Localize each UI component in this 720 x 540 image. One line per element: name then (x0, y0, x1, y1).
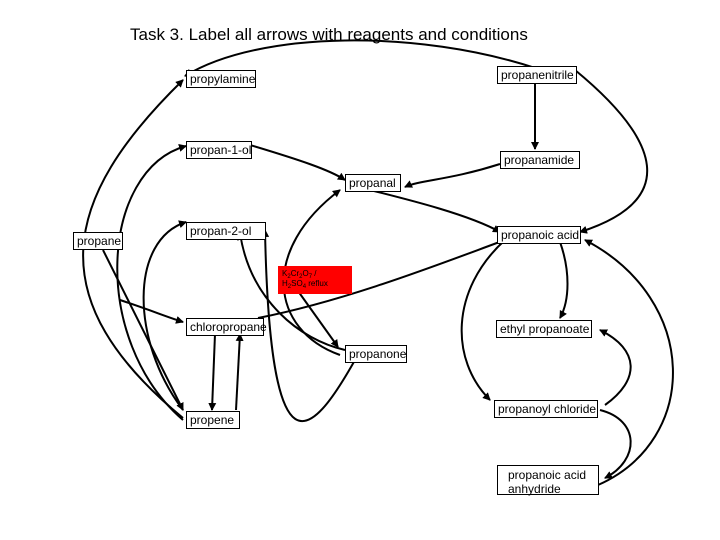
arrow-chloro-to-propanoic-acid (257, 238, 506, 319)
arrow-propanone-to-propene (261, 229, 356, 422)
node-propanoyl-chloride: propanoyl chloride (494, 400, 598, 418)
arrow-propane-to-propene (102, 249, 184, 411)
reagent-o: O (302, 269, 309, 278)
reagent-sep: / (312, 269, 317, 278)
arrow-propan1ol-to-propanal (249, 144, 346, 181)
reagent-cond: reflux (306, 279, 328, 288)
reagent-k: K (282, 269, 288, 278)
arrow-propanal-to-propanoic-acid (369, 189, 501, 233)
reagent-k-sub: 2 (287, 274, 291, 280)
arrow-acyl-chloride-to-ester (599, 329, 632, 406)
arrow-propene-to-propan1ol (116, 144, 187, 421)
node-propan-2-ol: propan-2-ol (186, 222, 266, 240)
node-propene: propene (186, 411, 240, 429)
arrow-nitrile-to-propylamine (184, 39, 536, 77)
node-propan-1-ol: propan-1-ol (186, 141, 252, 159)
reagent-h-sub: 2 (287, 284, 292, 290)
arrow-propene-to-propan2ol (142, 220, 187, 411)
node-propanamide: propanamide (500, 151, 580, 169)
arrow-acyl-chloride-to-anhydride (599, 409, 632, 479)
reagent-label-dichromate: K2Cr2O7 / H2SO4 reflux (278, 266, 352, 294)
reagent-line-1: K2Cr2O7 / (282, 269, 348, 280)
arrow-acid-to-acyl-chloride (460, 239, 506, 401)
reagent-so: SO (291, 279, 303, 288)
arrow-propanamide-to-propanal (404, 163, 501, 188)
node-propane: propane (73, 232, 123, 250)
arrow-propene-to-chloropropane (119, 299, 184, 324)
reagent-cr: Cr (290, 269, 300, 278)
node-propanal: propanal (345, 174, 401, 192)
arrow-anhydride-to-propanoic-acid (584, 239, 674, 486)
reagent-so-sub: 4 (302, 284, 307, 290)
page-title: Task 3. Label all arrows with reagents a… (130, 25, 528, 44)
node-propanoic-acid-anhydride: propanoic acid anhydride (497, 465, 599, 496)
node-propanenitrile: propanenitrile (497, 66, 577, 84)
reagent-cr-sub: 2 (299, 274, 303, 280)
arrow-nitrile-to-propanoic-acid (574, 69, 649, 234)
arrow-chloro-to-propene-2 (235, 333, 244, 411)
node-ethyl-propanoate: ethyl propanoate (496, 320, 592, 338)
arrow-acid-to-ester (559, 241, 569, 319)
reagent-line-2: H2SO4 reflux (282, 279, 348, 290)
node-propanoic-acid: propanoic acid (497, 226, 581, 244)
node-propanone: propanone (345, 345, 407, 363)
reagent-o-sub: 7 (308, 274, 313, 280)
node-chloropropane: chloropropane (186, 318, 267, 336)
arrow-chloro-to-propene-1 (208, 333, 217, 411)
reagent-h: H (282, 279, 288, 288)
node-propylamine: propylamine (186, 70, 256, 88)
